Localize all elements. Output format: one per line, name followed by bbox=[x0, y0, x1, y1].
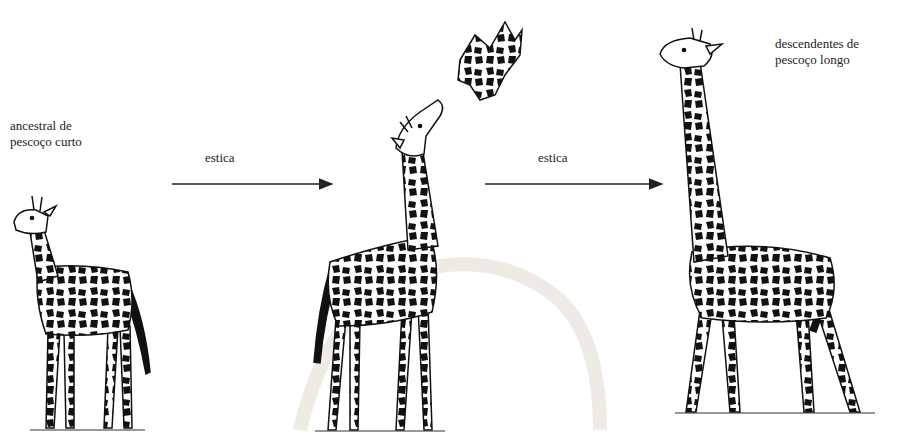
caption-label: descendentes de pescoço longo bbox=[775, 36, 887, 68]
short-neck-giraffe bbox=[14, 196, 150, 428]
arrow bbox=[485, 183, 662, 185]
caption-label: ancestral de pescoço curto bbox=[10, 118, 110, 150]
arrow bbox=[172, 183, 332, 185]
stretching-giraffe bbox=[314, 22, 522, 430]
long-neck-giraffe bbox=[660, 28, 860, 412]
arrow-label: estica bbox=[205, 150, 285, 166]
arrow-label: estica bbox=[538, 150, 618, 166]
leaves bbox=[458, 22, 522, 100]
ground bbox=[30, 413, 875, 431]
